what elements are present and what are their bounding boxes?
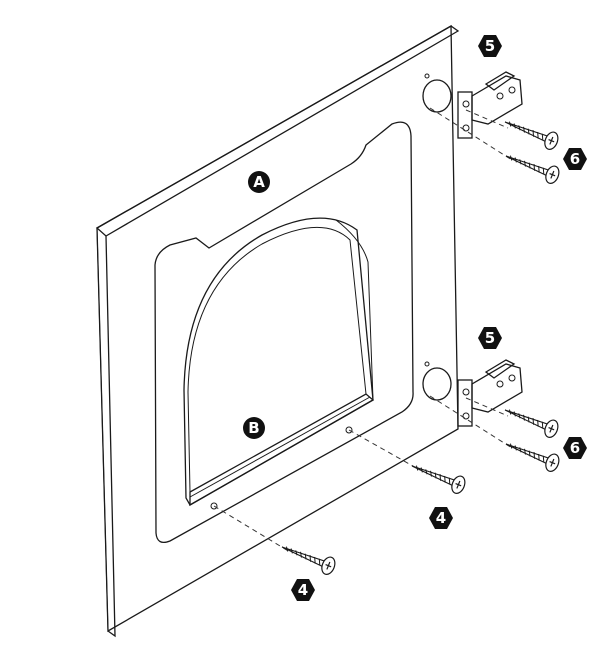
label-a: A — [253, 173, 265, 191]
label-4-right: 4 — [436, 509, 446, 527]
label-6-bottom: 6 — [570, 439, 580, 457]
top-hinge — [457, 71, 523, 139]
left-panel-screw — [278, 538, 338, 577]
label-6-top: 6 — [570, 150, 580, 168]
label-4-right-badge: 4 — [429, 507, 453, 529]
bottom-hinge-screws — [501, 401, 562, 474]
alignment-lines — [213, 107, 513, 553]
label-b: B — [248, 419, 259, 437]
top-hinge-screws — [501, 113, 562, 186]
door-panel — [95, 24, 460, 638]
label-5-bottom-badge: 5 — [478, 327, 502, 349]
label-6-bottom-badge: 6 — [563, 437, 587, 459]
label-4-left: 4 — [298, 581, 308, 599]
label-6-top-badge: 6 — [563, 148, 587, 170]
window-frame — [154, 121, 414, 544]
label-5-top: 5 — [485, 37, 495, 55]
label-5-bottom: 5 — [485, 329, 495, 347]
label-5-top-badge: 5 — [478, 35, 502, 57]
label-b-badge: B — [243, 417, 265, 439]
label-4-left-badge: 4 — [291, 579, 315, 601]
label-a-badge: A — [248, 171, 270, 193]
hinge-bores — [210, 73, 452, 510]
right-panel-screw — [408, 457, 468, 496]
bottom-hinge — [457, 359, 523, 427]
